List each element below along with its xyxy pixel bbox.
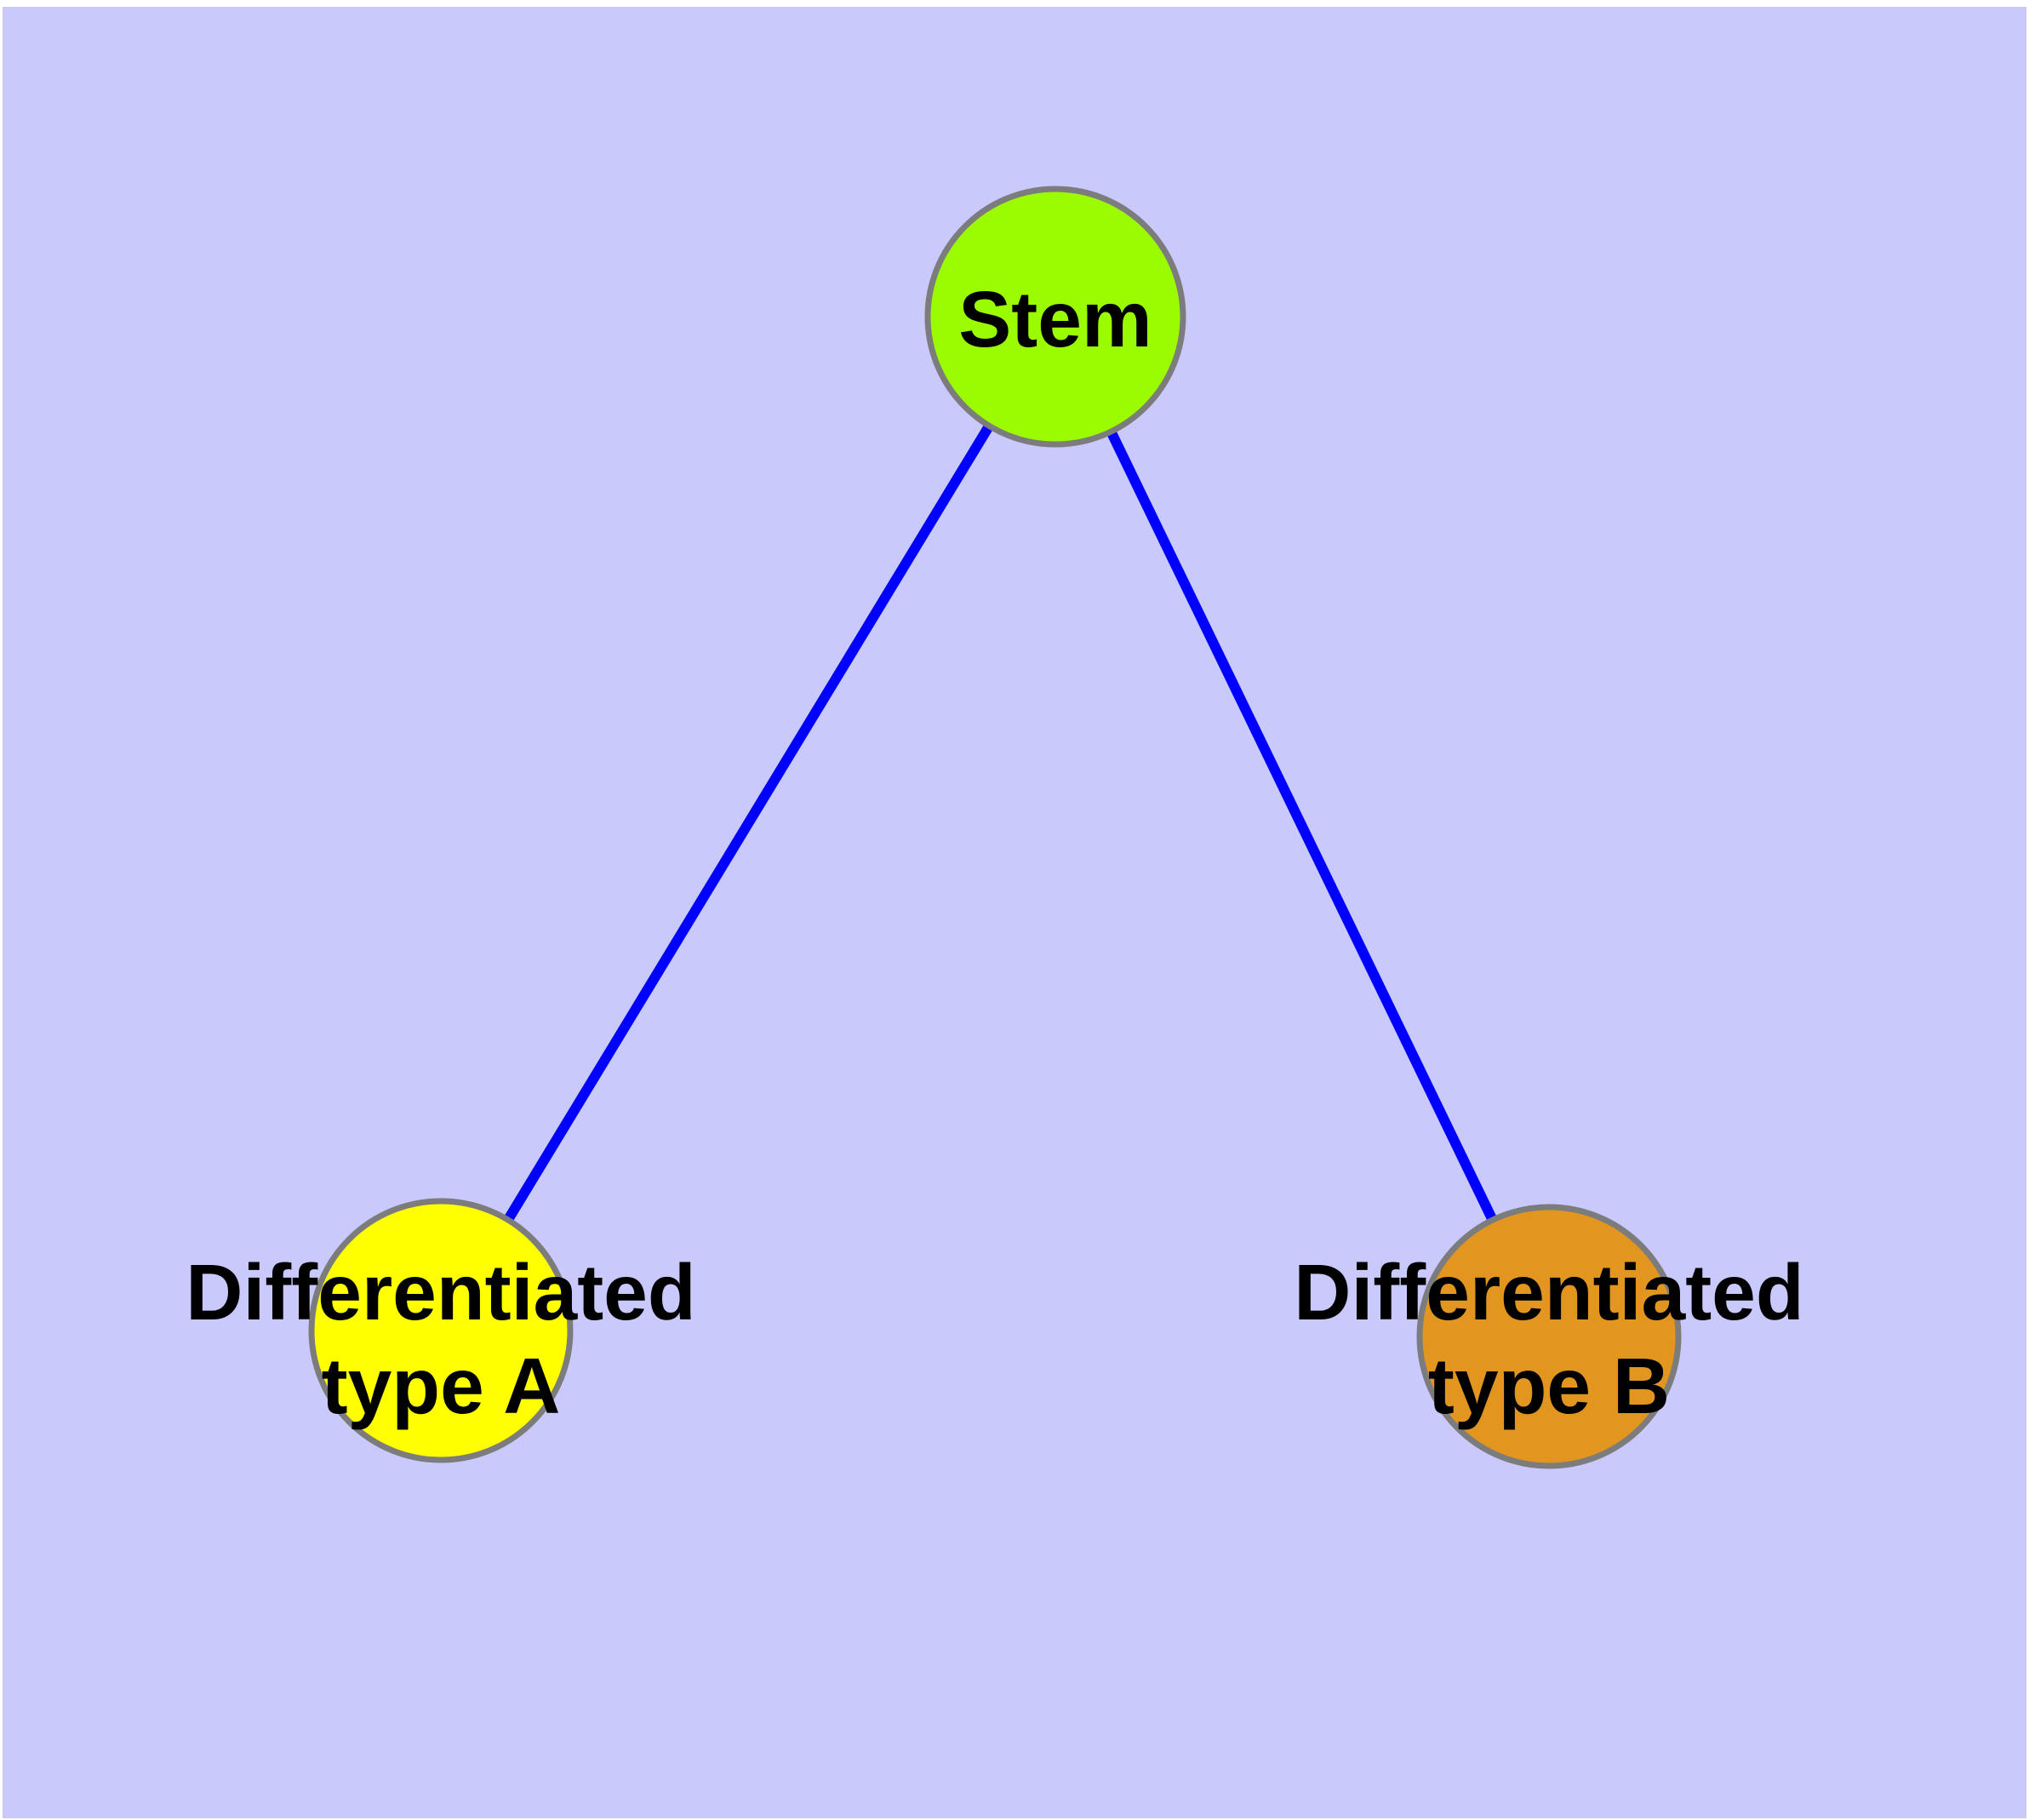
stem-node-circle — [924, 186, 1186, 448]
stem-node-label: Stem — [958, 275, 1152, 363]
type-b-node-circle — [1416, 1204, 1682, 1469]
type-b-label-line2: type B — [1428, 1342, 1670, 1430]
type-a-node-circle — [308, 1198, 574, 1463]
type-a-label-line2: type A — [322, 1342, 561, 1430]
edge-stem-to-type-a — [436, 313, 1060, 1334]
type-a-label-line1: Differentiated — [186, 1248, 695, 1336]
edge-stem-to-type-b — [1050, 314, 1554, 1339]
type-b-label-line1: Differentiated — [1294, 1248, 1803, 1336]
